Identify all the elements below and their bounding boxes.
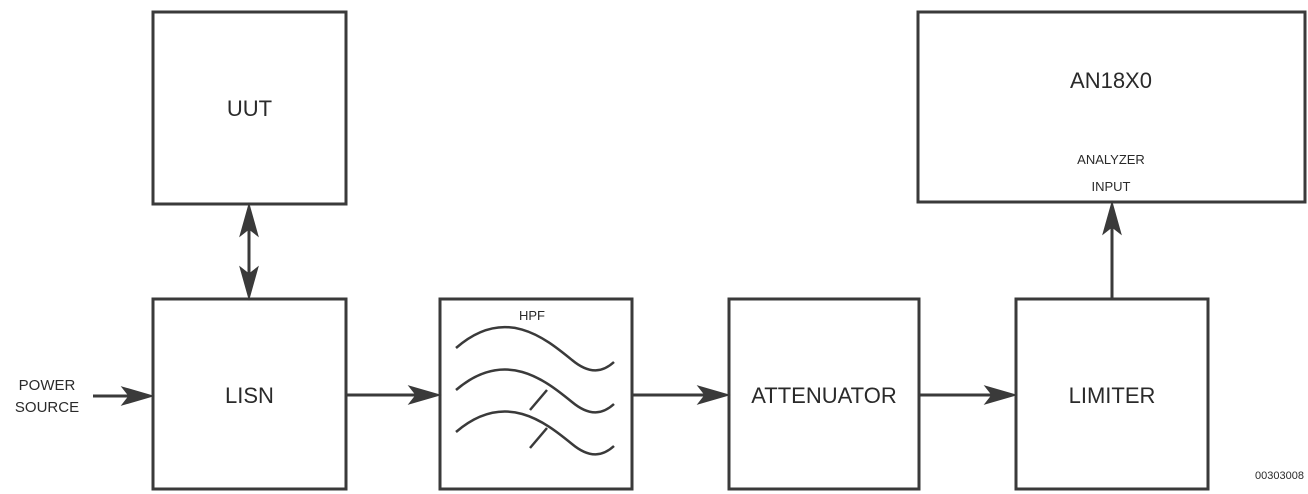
power-arrow — [93, 386, 155, 406]
attenuator-block: ATTENUATOR — [727, 297, 921, 491]
lisn-label: LISN — [225, 383, 274, 408]
analyzer-label: AN18X0 — [1070, 68, 1152, 93]
figure-id: 00303008 — [1255, 470, 1304, 482]
hpf-label: HPF — [519, 308, 545, 323]
limiter-to-analyzer-arrow — [1102, 200, 1122, 299]
power-source-label: POWER SOURCE — [15, 377, 79, 416]
attenuator-label: ATTENUATOR — [751, 383, 896, 408]
high-pass-filter-icon — [455, 325, 615, 456]
hpf-to-attenuator-arrow — [632, 385, 731, 405]
power-source-line2: SOURCE — [15, 399, 79, 416]
uut-block: UUT — [151, 10, 348, 206]
filter-curve-top — [455, 325, 615, 372]
filter-cross-middle — [529, 389, 548, 411]
lisn-block: LISN — [151, 297, 348, 491]
hpf-block: HPF — [438, 297, 634, 491]
lisn-to-hpf-arrow — [346, 385, 442, 405]
analyzer-input-label-line1: ANALYZER — [1077, 152, 1145, 167]
analyzer-input-label-line2: INPUT — [1092, 179, 1131, 194]
filter-cross-bottom — [529, 427, 548, 449]
analyzer-block: AN18X0 ANALYZER INPUT — [916, 10, 1307, 204]
uut-label: UUT — [227, 96, 272, 121]
uut-lisn-bidirectional-arrow — [239, 202, 259, 301]
power-source-line1: POWER — [19, 377, 76, 394]
attenuator-to-limiter-arrow — [919, 385, 1018, 405]
limiter-label: LIMITER — [1069, 383, 1156, 408]
limiter-block: LIMITER — [1014, 297, 1210, 491]
filter-curve-bottom — [455, 410, 615, 456]
filter-curve-middle — [455, 368, 615, 414]
